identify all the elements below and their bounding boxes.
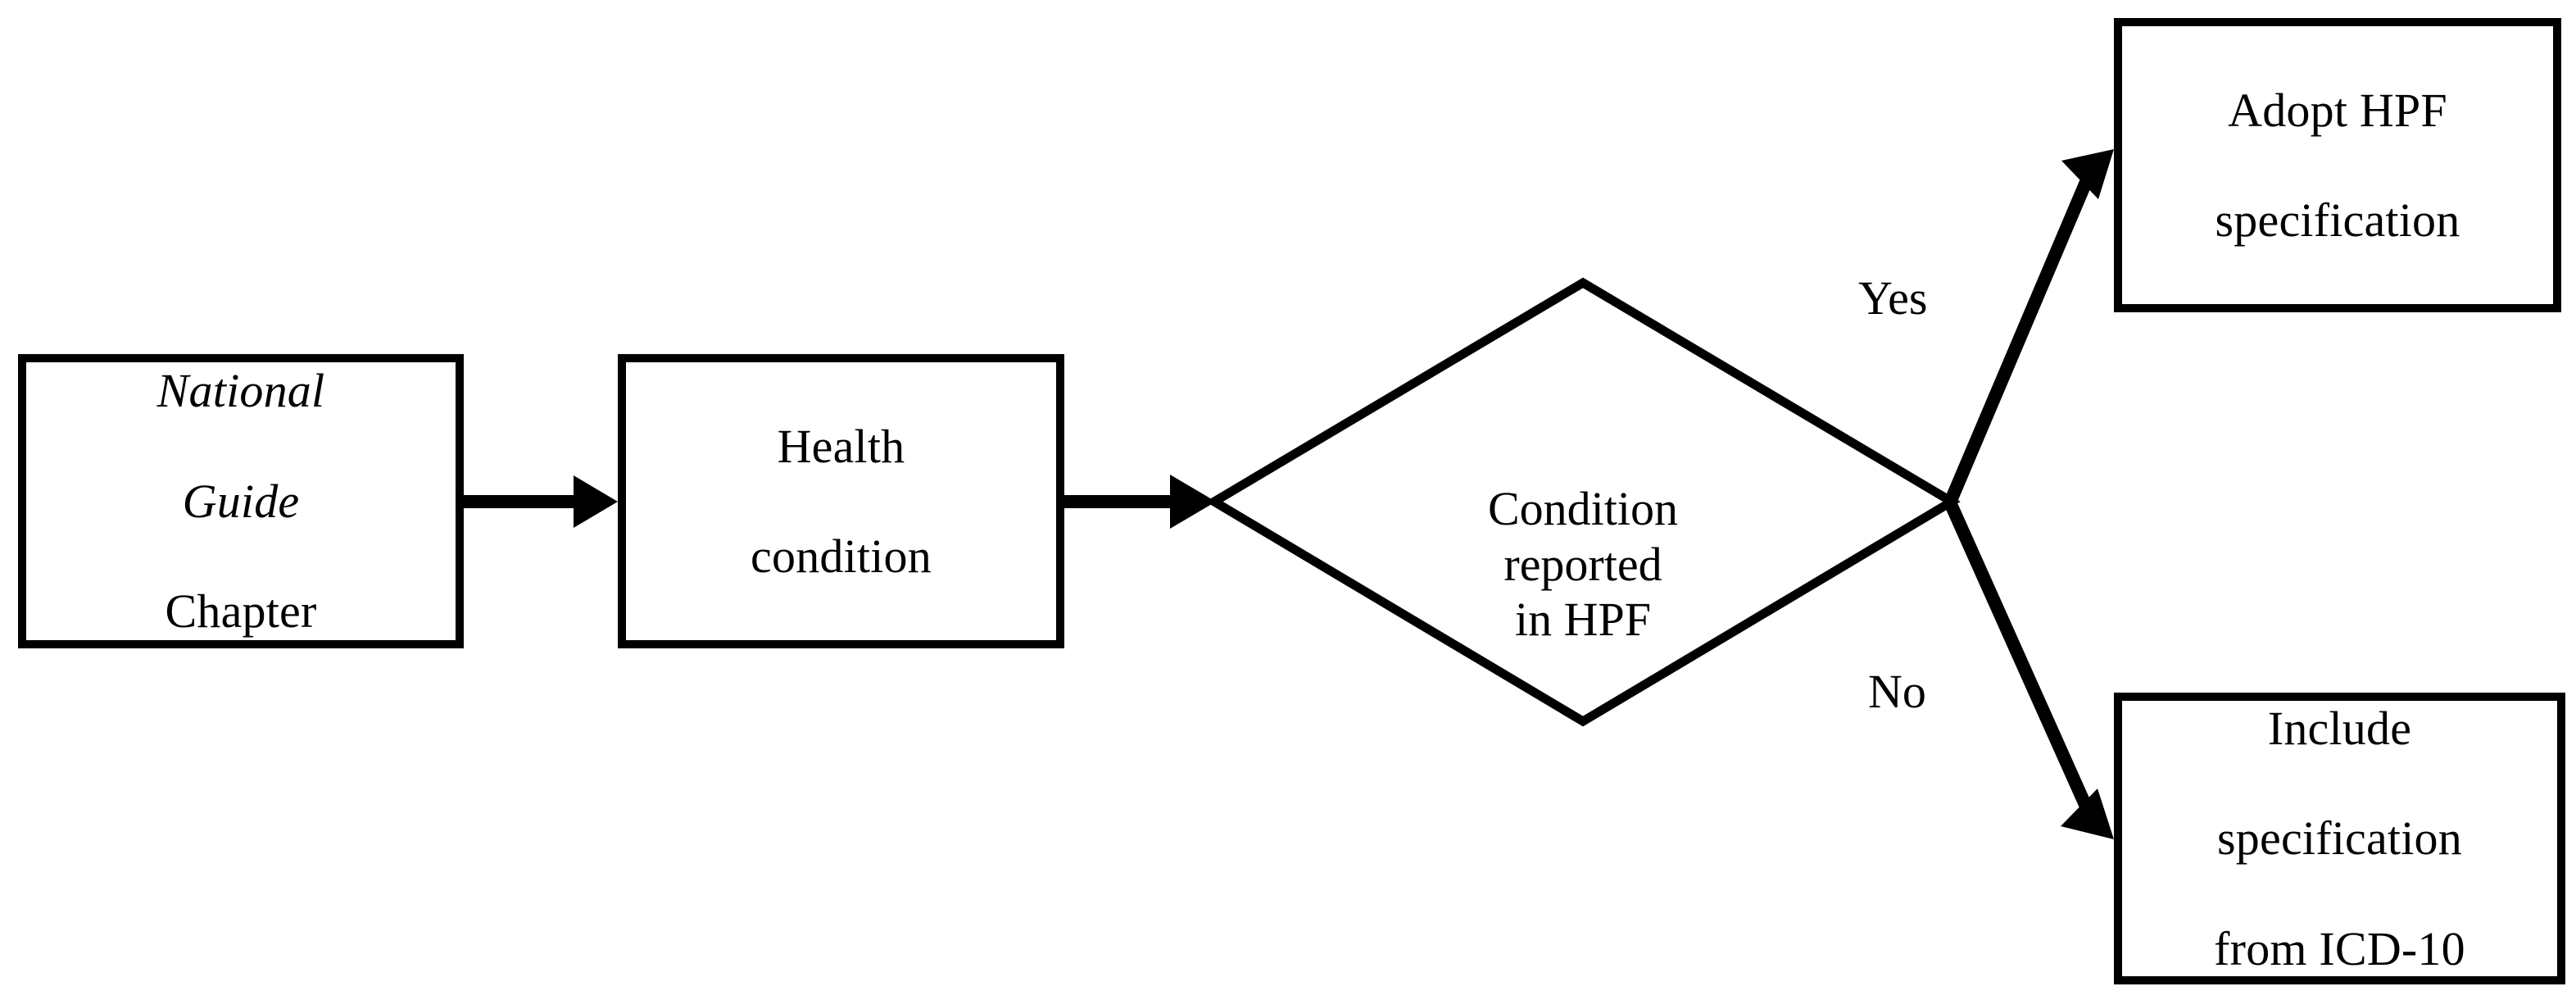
node-adopt-hpf-specification-text: Adopt HPF specification [2207,27,2469,302]
arrow-head-guide-to-condition [574,475,618,528]
edge-label-yes: Yes [1858,271,1928,325]
arrow-head-condition-to-decision [1170,475,1216,529]
decision-line-condition: Condition [1487,482,1679,536]
node-line-from-icd10: from ICD-10 [2214,921,2465,975]
node-line-specification: specification [2215,193,2460,248]
edge-label-no: No [1868,665,1926,718]
node-line-adopt-hpf: Adopt HPF [2228,83,2447,137]
node-line-specification-2: specification [2217,811,2462,866]
arrow-head-no-branch [2061,789,2114,839]
decision-line-in-hpf: in HPF [1514,592,1651,646]
node-line-health: Health [777,419,905,473]
node-include-specification-from-icd10[interactable]: Include specification from ICD-10 [2114,693,2565,984]
node-national-guide-chapter-text: National Guide Chapter [149,308,333,694]
node-line-condition: condition [751,530,932,584]
node-condition-reported-in-hpf[interactable]: Condition reported in HPF [1378,426,1788,647]
node-line-chapter: Chapter [165,584,317,639]
node-line-include: Include [2267,701,2412,755]
decision-diamond-shape [1205,277,1961,727]
decision-line-reported: reported [1503,537,1662,591]
node-line-national: National [156,364,325,418]
node-health-condition[interactable]: Health condition [618,354,1064,648]
arrow-line-no-branch [1943,499,2093,810]
node-health-condition-text: Health condition [742,363,940,639]
arrow-head-yes-branch [2061,149,2114,199]
node-national-guide-chapter[interactable]: National Guide Chapter [18,354,464,648]
node-include-specification-from-icd10-text: Include specification from ICD-10 [2206,646,2474,1000]
node-adopt-hpf-specification[interactable]: Adopt HPF specification [2114,18,2561,312]
arrow-line-yes-branch [1943,179,2093,506]
node-line-guide: Guide [182,474,300,528]
